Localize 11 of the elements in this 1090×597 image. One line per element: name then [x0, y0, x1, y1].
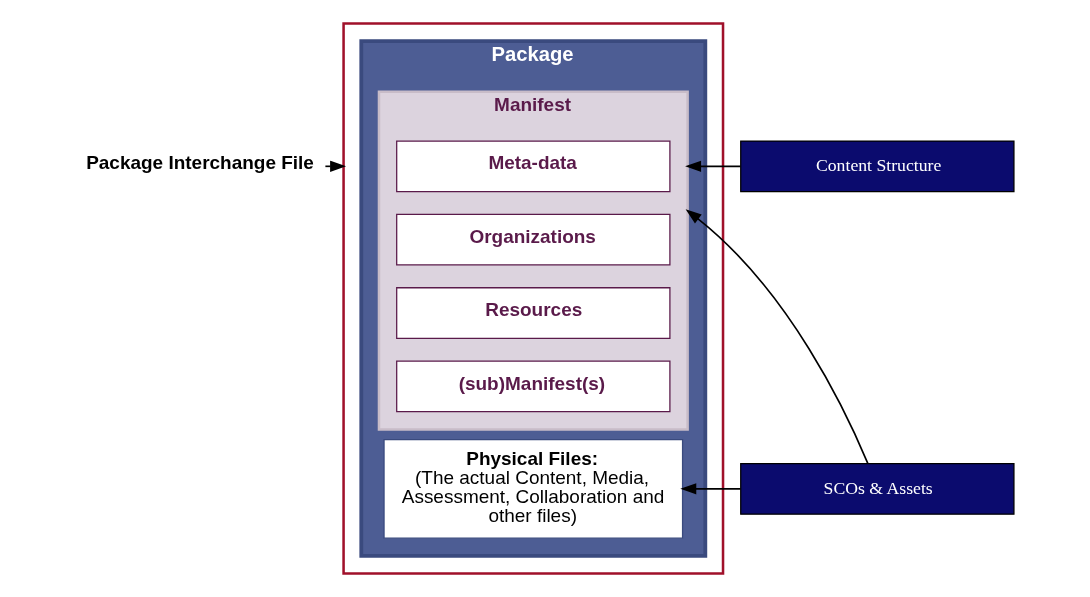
node-box: (sub)Manifest(s) [396, 360, 671, 413]
node-box: Content Structure [740, 140, 1015, 193]
node-box: Resources [396, 287, 671, 339]
node-box: Meta-data [396, 140, 671, 193]
arrow [685, 209, 869, 465]
node-box: SCOs & Assets [740, 462, 1015, 515]
arrow [685, 160, 742, 172]
arrow [680, 483, 742, 495]
node-box: Physical Files: (The actual Content, Media, Assessment, Collaboration and other files) [383, 438, 684, 539]
node-text: Package Interchange File [86, 152, 314, 174]
node-box: Organizations [396, 213, 671, 266]
